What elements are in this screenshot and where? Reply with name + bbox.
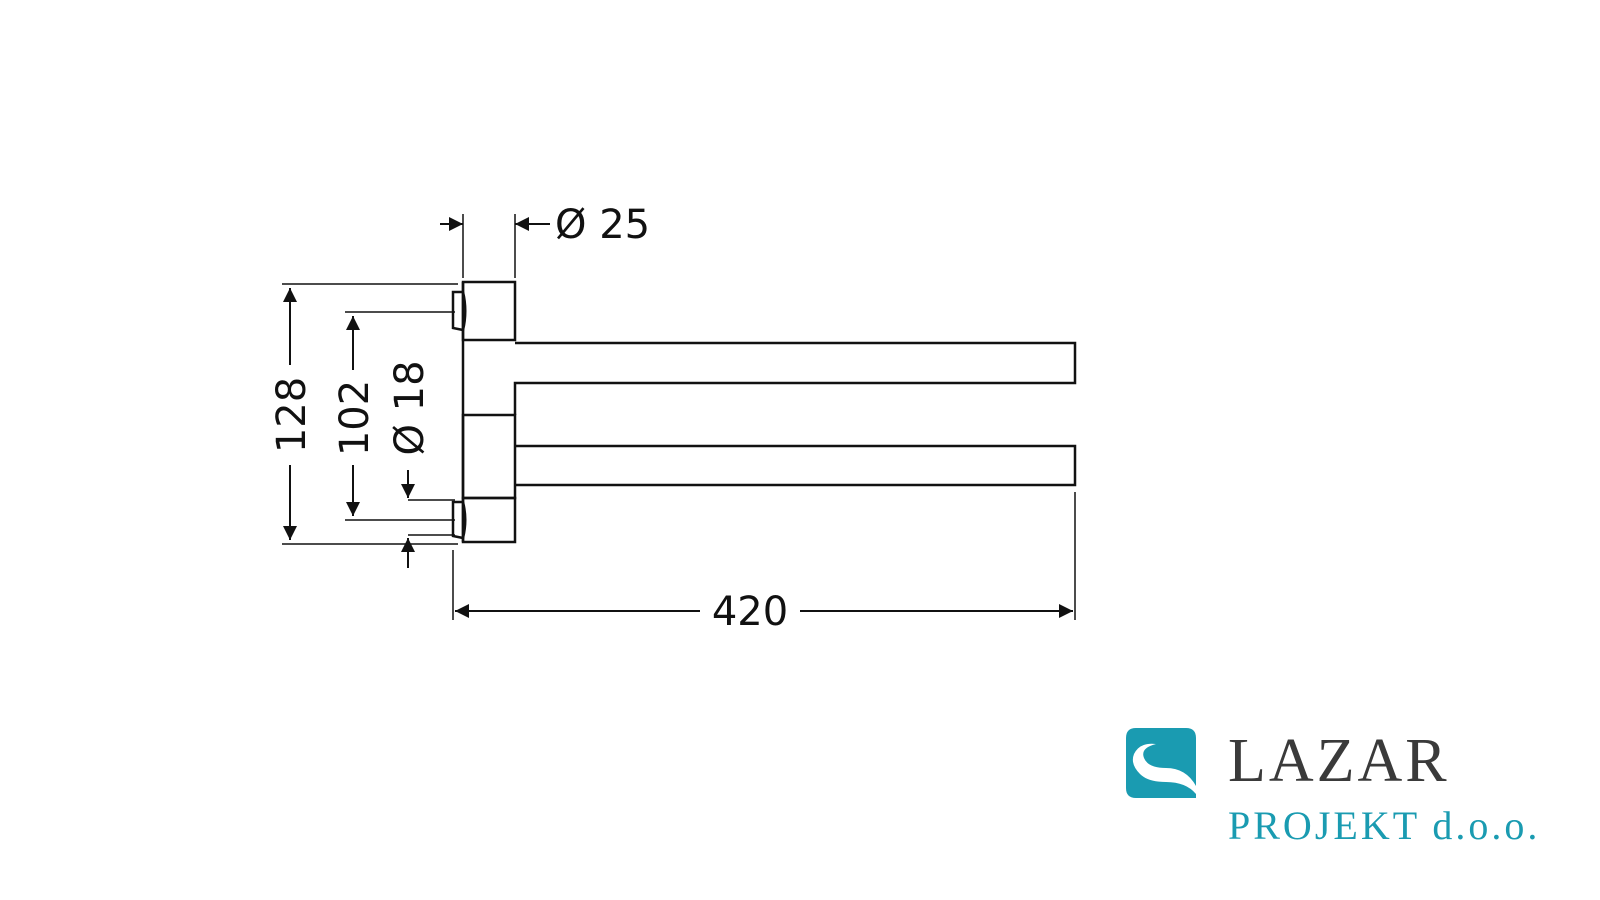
dim-tube-diameter: Ø 25 — [555, 202, 650, 248]
brand-logo: LAZAR PROJEKT d.o.o. — [1126, 724, 1576, 874]
dim-arm-length: 420 — [712, 589, 788, 635]
upper-arm — [513, 341, 1077, 415]
dimension-lines — [283, 217, 1073, 618]
brand-name: LAZAR — [1228, 727, 1450, 795]
top-mount-screw — [451, 290, 467, 332]
bottom-bracket — [461, 496, 517, 544]
dim-bracket-spacing: 102 — [332, 380, 378, 456]
towel-holder-outline — [451, 280, 1077, 544]
lower-arm — [515, 444, 1077, 487]
brand-subtitle: PROJEKT d.o.o. — [1228, 803, 1541, 848]
dim-overall-height: 128 — [269, 377, 315, 453]
middle-pivot — [461, 413, 517, 500]
top-bracket — [461, 280, 517, 342]
bottom-mount-screw — [451, 500, 467, 540]
wave-logo-icon — [1126, 728, 1196, 798]
dim-mount-diameter: Ø 18 — [387, 360, 433, 455]
